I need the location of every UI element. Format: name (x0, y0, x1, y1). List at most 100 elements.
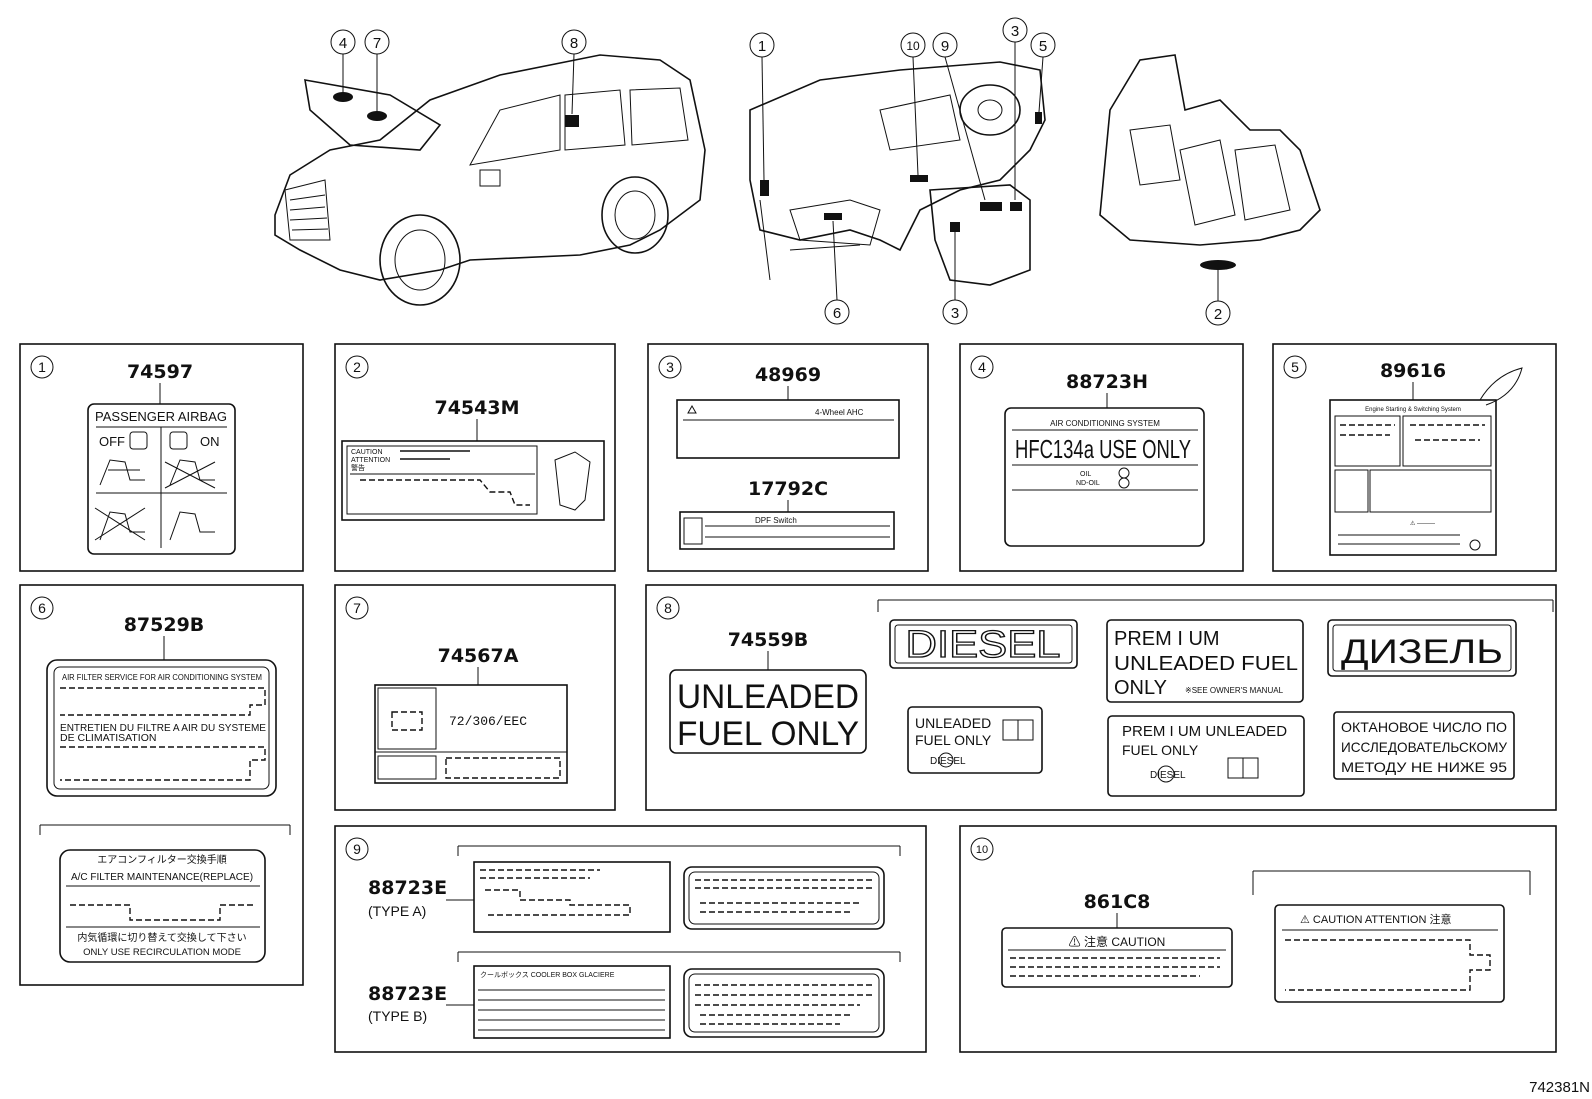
svg-text:2: 2 (353, 359, 361, 375)
svg-text:OIL: OIL (1080, 471, 1091, 478)
svg-text:内気循環に切り替えて交換して下さい: 内気循環に切り替えて交換して下さい (77, 931, 246, 944)
svg-text:DIESEL: DIESEL (1150, 770, 1186, 781)
svg-text:エアコンフィルター交換手順: エアコンフィルター交換手順 (97, 853, 227, 866)
svg-text:UNLEADED FUEL: UNLEADED FUEL (1114, 653, 1298, 675)
panel-9: 9 88723E (TYPE A) 88723E (TYPE B) クールボック… (334, 825, 927, 1053)
panel-1: 1 74597 PASSENGER AIRBAG OFF ON (19, 343, 304, 572)
svg-text:4: 4 (978, 359, 986, 375)
svg-text:6: 6 (38, 600, 46, 616)
svg-text:警告: 警告 (351, 463, 365, 472)
panel-8: 8 74559B UNLEADED FUEL ONLY DIESEL PREM … (645, 584, 1557, 811)
svg-text:PREM I UM UNLEADED: PREM I UM UNLEADED (1122, 723, 1287, 740)
svg-text:FUEL ONLY: FUEL ONLY (1122, 742, 1199, 758)
svg-text:⚠ 注意 CAUTION: ⚠ 注意 CAUTION (1069, 934, 1166, 949)
panel-3: 3 48969 4-Wheel AHC 17792C DPF Switch (647, 343, 929, 572)
part-number-88723H: 88723H (1066, 371, 1148, 393)
svg-text:3: 3 (666, 359, 674, 375)
callout-4: 4 (330, 29, 356, 92)
svg-text:CAUTION: CAUTION (351, 449, 383, 456)
svg-text:FUEL ONLY: FUEL ONLY (677, 715, 859, 753)
diesel-label: DIESEL (906, 624, 1061, 666)
callout-3a: 3 (1002, 17, 1028, 200)
svg-text:7: 7 (353, 600, 361, 616)
callout-3b: 3 (942, 232, 968, 325)
svg-text:クールボックス COOLER BOX GLACIERE: クールボックス COOLER BOX GLACIERE (480, 971, 615, 979)
svg-text:9: 9 (941, 38, 949, 55)
svg-text:PREM I UM: PREM I UM (1114, 628, 1220, 650)
part-number-88723E-type-b: 88723E (368, 983, 447, 1005)
svg-text:4: 4 (339, 35, 347, 52)
part-number-74567A: 74567A (438, 645, 519, 667)
part-number-17792C: 17792C (748, 478, 828, 500)
part-number-48969: 48969 (755, 364, 821, 386)
svg-text:3: 3 (951, 305, 959, 322)
callout-8: 8 (561, 29, 587, 115)
svg-text:4-Wheel AHC: 4-Wheel AHC (815, 408, 864, 417)
vehicle-interior-illustration: 1 10 9 3 5 6 3 (749, 17, 1056, 325)
rear-seat-illustration: 2 (1099, 54, 1321, 326)
drawing-number: 742381N (1529, 1079, 1590, 1096)
callout-2: 2 (1205, 270, 1231, 326)
svg-text:⚠ ———: ⚠ ——— (1410, 520, 1435, 527)
svg-text:ИССЛЕДОВАТЕЛЬСКОМУ: ИССЛЕДОВАТЕЛЬСКОМУ (1341, 739, 1507, 755)
part-number-89616: 89616 (1380, 360, 1446, 382)
part-number-74543M: 74543M (434, 397, 519, 419)
svg-text:ОКТАНОВОЕ ЧИСЛО ПО: ОКТАНОВОЕ ЧИСЛО ПО (1341, 719, 1507, 735)
svg-text:9: 9 (353, 841, 361, 857)
svg-text:AIR CONDITIONING SYSTEM: AIR CONDITIONING SYSTEM (1050, 419, 1160, 428)
callout-9: 9 (932, 32, 986, 201)
svg-text:UNLEADED: UNLEADED (915, 715, 991, 731)
svg-text:ON: ON (200, 434, 220, 449)
svg-text:6: 6 (833, 305, 841, 322)
part-number-74559B: 74559B (728, 629, 809, 651)
svg-text:2: 2 (1214, 306, 1222, 323)
panel-2: 2 74543M CAUTION ATTENTION 警告 (334, 343, 616, 572)
svg-text:5: 5 (1291, 359, 1299, 375)
panel-6: 6 87529B AIR FILTER SERVICE FOR AIR COND… (19, 584, 304, 986)
svg-text:DPF Switch: DPF Switch (755, 516, 797, 525)
svg-text:A/C FILTER MAINTENANCE(REPLACE: A/C FILTER MAINTENANCE(REPLACE) (71, 872, 253, 883)
panel-4: 4 88723H AIR CONDITIONING SYSTEM HFC134a… (959, 343, 1244, 572)
svg-text:5: 5 (1039, 38, 1047, 55)
part-number-88723E-type-a: 88723E (368, 877, 447, 899)
svg-text:1: 1 (38, 359, 46, 375)
panel-10: 10 861C8 ⚠ 注意 CAUTION ⚠ CAUTION ATTENTIO… (959, 825, 1557, 1053)
callout-1: 1 (749, 32, 775, 181)
svg-text:1: 1 (758, 38, 766, 55)
svg-text:8: 8 (570, 35, 578, 52)
airbag-label-title: PASSENGER AIRBAG (95, 409, 227, 424)
svg-text:10: 10 (906, 39, 920, 53)
svg-text:ATTENTION: ATTENTION (351, 457, 390, 464)
svg-text:OFF: OFF (99, 434, 125, 449)
panel-7: 7 74567A 72/306/EEC (334, 584, 616, 811)
svg-text:ONLY: ONLY (1114, 677, 1167, 699)
svg-text:DE CLIMATISATION: DE CLIMATISATION (60, 732, 156, 744)
svg-text:ONLY USE RECIRCULATION MODE: ONLY USE RECIRCULATION MODE (83, 947, 241, 958)
svg-text:⚠ CAUTION ATTENTION 注意: ⚠ CAUTION ATTENTION 注意 (1300, 912, 1451, 926)
part-number-861C8: 861C8 (1084, 891, 1151, 913)
callout-10: 10 (900, 32, 926, 176)
svg-text:ENTRETIEN DU FILTRE A AIR DU S: ENTRETIEN DU FILTRE A AIR DU SYSTEME (60, 722, 266, 734)
panel-5: 5 89616 Engine Starting & Switching Syst… (1272, 343, 1557, 572)
callout-7: 7 (364, 29, 390, 111)
svg-text:(TYPE A): (TYPE A) (368, 903, 426, 919)
svg-text:7: 7 (373, 35, 381, 52)
vehicle-exterior-illustration: 4 7 8 (274, 29, 706, 306)
part-number-87529B: 87529B (124, 614, 205, 636)
svg-text:ND-OIL: ND-OIL (1076, 480, 1100, 487)
svg-text:8: 8 (664, 600, 672, 616)
svg-text:МЕТОДУ НЕ НИЖЕ 95: МЕТОДУ НЕ НИЖЕ 95 (1341, 759, 1507, 775)
svg-text:Engine Starting & Switching Sy: Engine Starting & Switching System (1365, 407, 1461, 413)
hfc134a-text: HFC134a USE ONLY (1015, 434, 1191, 464)
svg-text:FUEL ONLY: FUEL ONLY (915, 732, 992, 748)
svg-text:10: 10 (976, 844, 988, 856)
svg-text:72/306/EEC: 72/306/EEC (449, 714, 527, 729)
svg-text:AIR FILTER SERVICE FOR AIR CON: AIR FILTER SERVICE FOR AIR CONDITIONING … (62, 672, 262, 682)
svg-text:DIESEL: DIESEL (930, 756, 966, 767)
callout-5: 5 (1030, 32, 1056, 113)
callout-6: 6 (824, 220, 850, 325)
svg-text:※SEE OWNER'S MANUAL: ※SEE OWNER'S MANUAL (1185, 686, 1284, 695)
russian-diesel-label: ДИЗЕЛЬ (1341, 633, 1503, 671)
svg-text:UNLEADED: UNLEADED (677, 678, 859, 716)
